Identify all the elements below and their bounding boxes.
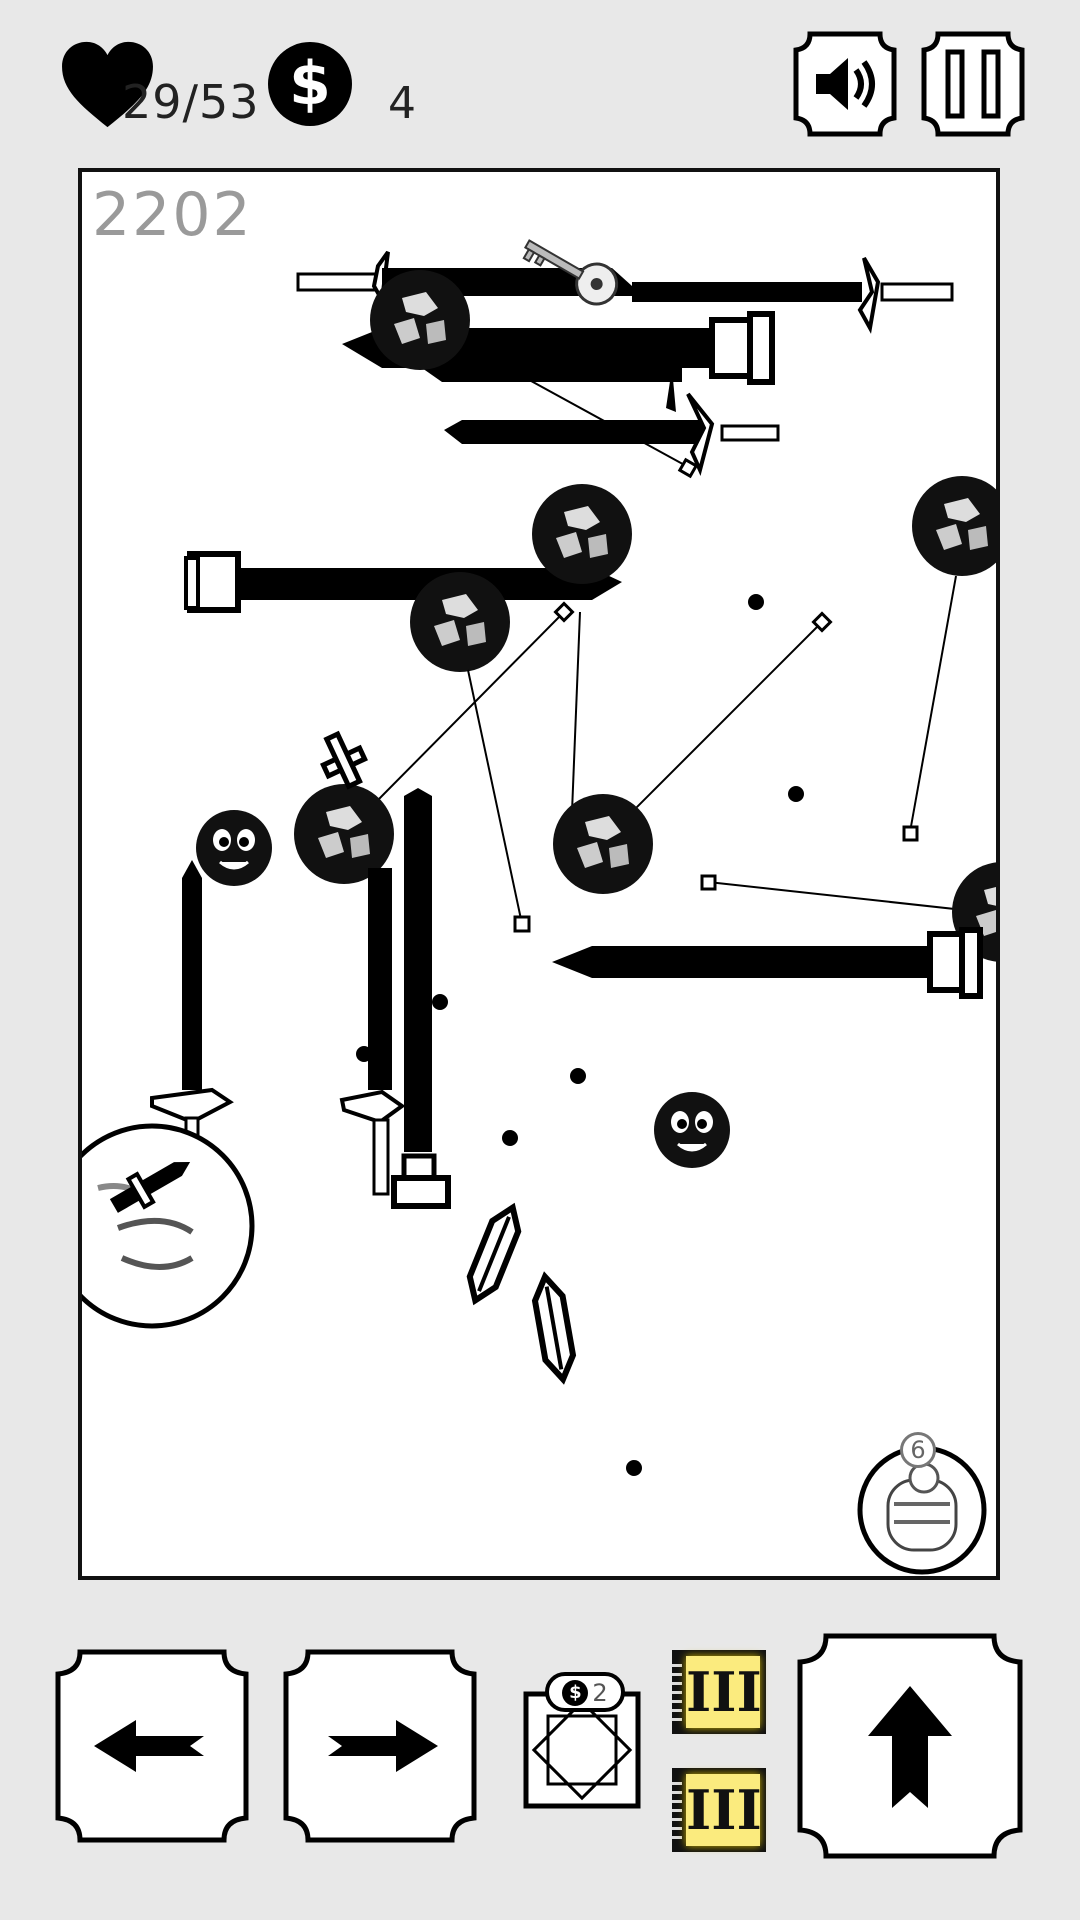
heart-icon (62, 41, 153, 128)
dagger-2 (531, 1271, 577, 1385)
coin-counter: 4 (388, 78, 416, 129)
enemy-count-badge: 6 (900, 1432, 936, 1468)
sword-vertical-mid (339, 868, 406, 1196)
move-right-button[interactable] (282, 1648, 478, 1844)
book-spine (672, 1776, 682, 1844)
book-icon: III (686, 1774, 762, 1846)
key-icon (522, 239, 619, 306)
book-item-1[interactable]: III (672, 1650, 766, 1734)
coin-icon: $ (562, 1680, 589, 1706)
hud: 29/53 $ 4 (0, 0, 1080, 160)
pause-icon (945, 49, 1001, 119)
pause-button[interactable] (920, 30, 1026, 138)
arrow-up-icon (868, 1686, 952, 1808)
arrow-right-icon (328, 1720, 438, 1772)
sword-vertical-tall (391, 788, 451, 1209)
move-left-button[interactable] (54, 1648, 250, 1844)
dagger-1 (466, 1202, 522, 1306)
arrow-left-icon (94, 1720, 204, 1772)
player-moon-face (82, 1123, 255, 1329)
shop-price: 2 (592, 1679, 608, 1707)
speaker-icon (816, 58, 875, 110)
book-item-2[interactable]: III (672, 1768, 766, 1852)
sound-button[interactable] (792, 30, 898, 138)
book-icon: III (686, 1656, 762, 1728)
sword-mid (444, 368, 780, 477)
small-sword (320, 730, 368, 790)
sword-vertical-left (150, 860, 234, 1156)
score-display: 2202 (92, 180, 253, 250)
game-scene (82, 239, 996, 1575)
sword-square-hilt-3 (552, 927, 983, 999)
coin-icon: $ (268, 42, 352, 126)
game-board[interactable] (78, 168, 1000, 1580)
book-spine (672, 1658, 682, 1726)
jump-button[interactable] (796, 1632, 1024, 1860)
lives-counter: 29/53 (122, 75, 260, 129)
enemy-pig-bubble (857, 1445, 987, 1575)
shop-price-tag: $2 (545, 1672, 625, 1712)
shop-crate-icon (531, 1699, 633, 1801)
